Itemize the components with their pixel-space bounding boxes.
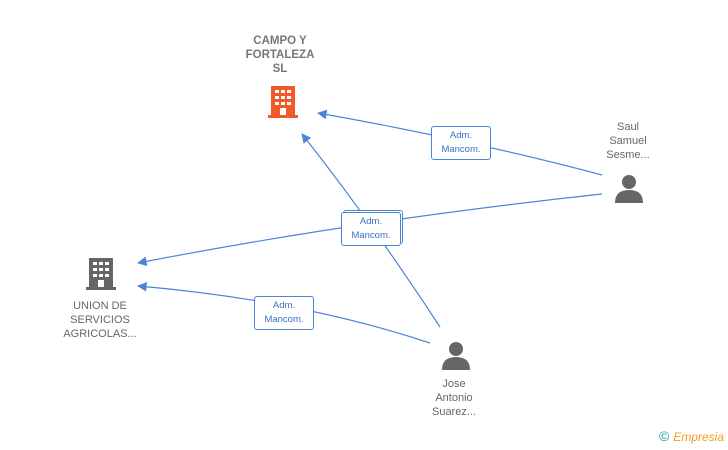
building-icon[interactable] <box>86 258 116 290</box>
label-line: CAMPO Y <box>253 35 307 47</box>
label-line: AGRICOLAS... <box>63 328 137 340</box>
copyright-icon: © <box>658 428 670 444</box>
label-line: Saul <box>616 121 640 133</box>
label-line: Antonio <box>435 392 473 404</box>
label-line: FORTALEZA <box>245 49 315 61</box>
relation-role: Adm. <box>272 300 296 311</box>
label-line: Sesme... <box>606 149 650 161</box>
brand-watermark: ©Empresia <box>659 428 724 444</box>
company-label-union[interactable]: UNION DE SERVICIOS AGRICOLAS... <box>50 299 150 341</box>
label-line: UNION DE <box>73 300 127 312</box>
relation-badge[interactable]: Adm. Mancom. <box>254 296 314 330</box>
person-label-jose[interactable]: Jose Antonio Suarez... <box>414 377 494 419</box>
person-icon[interactable] <box>442 342 470 370</box>
relation-role: Mancom. <box>264 314 304 325</box>
person-label-saul[interactable]: Saul Samuel Sesme... <box>588 120 668 162</box>
relation-role: Mancom. <box>351 230 391 241</box>
building-icon[interactable] <box>268 86 298 118</box>
company-label-campo[interactable]: CAMPO Y FORTALEZA SL <box>230 34 330 76</box>
relation-role: Adm. <box>449 130 473 141</box>
label-line: SL <box>272 63 288 75</box>
label-line: SERVICIOS <box>70 314 130 326</box>
label-line: Jose <box>442 378 466 390</box>
relation-role: Mancom. <box>441 144 481 155</box>
label-line: Suarez... <box>431 406 477 418</box>
relation-role: Adm. <box>359 216 383 227</box>
label-line: Samuel <box>609 135 647 147</box>
person-icon[interactable] <box>615 175 643 203</box>
relation-badge[interactable]: Adm. Mancom. <box>431 126 491 160</box>
brand-name: Empresia <box>673 430 724 444</box>
relation-badge[interactable]: Adm. Mancom. <box>341 212 401 246</box>
